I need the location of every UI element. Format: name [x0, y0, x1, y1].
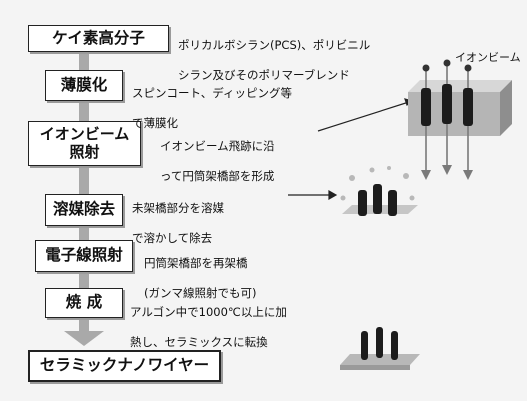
desc-line: (ガンマ線照射でも可) [144, 286, 257, 300]
desc-line: イオンビーム飛跡に沿 [160, 139, 275, 153]
flow-arrow-1 [79, 52, 89, 70]
flow-arrow-6 [64, 318, 104, 346]
nanowires [361, 327, 398, 360]
desc-line: 熱し、セラミックスに転換 [130, 335, 268, 349]
callout-line-ion [317, 100, 413, 132]
ion-beam-label: イオンビーム [455, 49, 521, 65]
step-label: ケイ素高分子 [52, 28, 145, 47]
solvent-removal-illustration [340, 166, 418, 216]
desc-line: で薄膜化 [132, 116, 178, 130]
step-box-solvent-removal: 溶媒除去 [45, 194, 123, 226]
desc-line: スピンコート、ディッピング等 [132, 86, 292, 100]
desc-line: ポリカルボシラン(PCS)、ポリビニル [178, 38, 371, 52]
standing-cylinders [358, 184, 397, 216]
ion-irradiation-illustration [408, 59, 512, 180]
nanowire-base [340, 354, 420, 365]
step-box-ion-beam: イオンビーム 照射 [28, 121, 141, 166]
ion-beam-arrowheads [421, 165, 473, 180]
step-box-electron-beam: 電子線照射 [35, 240, 133, 272]
desc-line: で溶かして除去 [132, 231, 213, 245]
nanowire-illustration [340, 327, 420, 370]
step-label: 電子線照射 [45, 246, 123, 265]
desc-line: って円筒架橋部を形成 [160, 169, 275, 183]
step-label: セラミックナノワイヤー [39, 356, 210, 375]
flow-arrow-4 [79, 226, 89, 240]
step-desc-thin-film: スピンコート、ディッピング等 で薄膜化 [132, 71, 292, 146]
flow-arrows [64, 52, 104, 346]
flow-arrow-3 [79, 166, 89, 194]
step-box-ceramic-nanowire: セラミックナノワイヤー [28, 350, 221, 382]
crosslinked-cylinders [421, 84, 473, 126]
step-desc-ion-beam: イオンビーム飛跡に沿 って円筒架橋部を形成 [160, 124, 275, 199]
step-box-thin-film: 薄膜化 [45, 70, 123, 101]
step-box-silicon-polymer: ケイ素高分子 [28, 25, 169, 52]
step-desc-electron-beam: 円筒架橋部を再架橋 (ガンマ線照射でも可) [144, 241, 256, 316]
step-label: イオンビーム 照射 [39, 125, 130, 161]
step-label: 薄膜化 [60, 75, 108, 94]
callout-arrowhead-dissolve [328, 189, 338, 201]
step-box-firing: 焼 成 [45, 288, 123, 318]
slab-side [500, 80, 512, 136]
ion-sources [422, 59, 472, 72]
step-label: 焼 成 [65, 293, 103, 312]
ion-beam-label-text: イオンビーム [455, 51, 521, 64]
flow-arrow-5 [79, 272, 89, 288]
flow-arrow-2 [79, 101, 89, 121]
step-label: 溶媒除去 [52, 200, 115, 219]
desc-line: 未架橋部分を溶媒 [132, 201, 224, 215]
step-desc-solvent-removal: 未架橋部分を溶媒 で溶かして除去 [132, 186, 224, 261]
slab-top [408, 80, 512, 92]
desc-line: シラン及びそのポリマーブレンド [178, 68, 350, 82]
dissolved-particles [340, 166, 415, 201]
step-desc-silicon-polymer: ポリカルボシラン(PCS)、ポリビニル シラン及びそのポリマーブレンド [178, 23, 370, 98]
desc-line: アルゴン中で1000℃以上に加 [130, 305, 287, 319]
step-desc-firing: アルゴン中で1000℃以上に加 熱し、セラミックスに転換 [130, 290, 287, 365]
callout-lines [288, 98, 414, 201]
desc-line: 円筒架橋部を再架橋 [144, 256, 248, 270]
